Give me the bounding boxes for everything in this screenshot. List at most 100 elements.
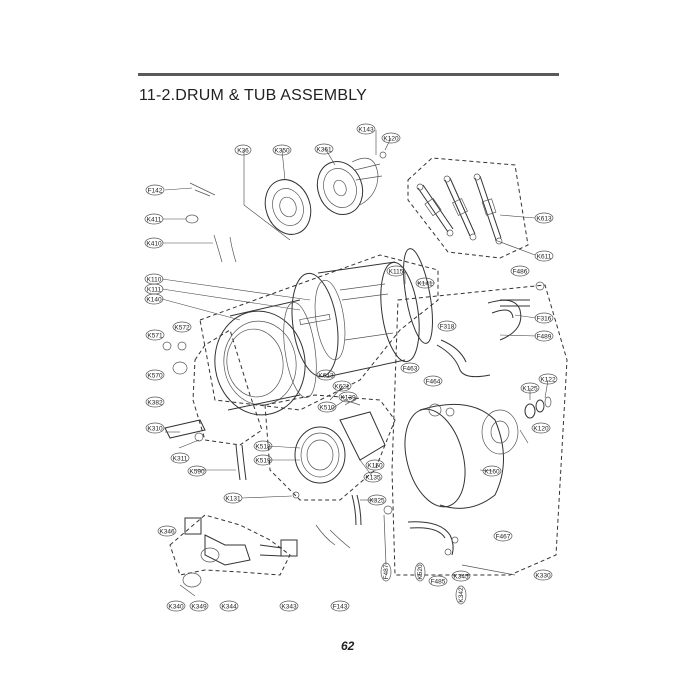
svg-text:K345: K345 [453, 574, 469, 581]
part-label: K143 [356, 123, 376, 135]
svg-text:K510: K510 [319, 405, 335, 412]
drum [291, 261, 420, 378]
section-title: 11-2.DRUM & TUB ASSEMBLY [139, 87, 367, 104]
part-label: K141 [415, 277, 435, 289]
svg-text:F464: F464 [426, 379, 441, 386]
svg-text:K150: K150 [367, 463, 383, 470]
svg-text:K613: K613 [318, 373, 334, 380]
svg-text:F463: F463 [403, 366, 418, 373]
svg-text:K411: K411 [147, 217, 162, 224]
part-label: K519 [253, 454, 273, 466]
svg-text:F142: F142 [148, 188, 163, 195]
part-label: F463 [400, 362, 420, 374]
page-number: 62 [341, 639, 355, 653]
spring-group-outline [407, 157, 529, 259]
part-label: K150 [365, 459, 385, 471]
part-label: F318 [437, 320, 457, 332]
svg-text:F485: F485 [431, 579, 446, 586]
svg-text:K611: K611 [537, 254, 552, 261]
part-label: F485 [428, 575, 448, 587]
svg-text:K346: K346 [159, 529, 175, 536]
part-label: K510 [317, 401, 337, 413]
part-label: K325 [367, 494, 387, 506]
part-label: K340 [166, 600, 186, 612]
bracket-parts [162, 182, 237, 442]
svg-text:F318: F318 [440, 324, 455, 331]
part-label: K349 [189, 600, 209, 612]
svg-text:K361: K361 [316, 147, 332, 154]
svg-text:K325: K325 [369, 498, 385, 505]
part-label: K311 [170, 452, 190, 464]
svg-text:K139: K139 [340, 395, 356, 402]
svg-text:K330: K330 [535, 573, 551, 580]
part-label: K411 [144, 213, 164, 225]
svg-text:F487: F487 [383, 564, 390, 579]
svg-text:K342: K342 [458, 587, 465, 603]
part-label: K140 [144, 293, 164, 305]
part-label: F464 [423, 375, 443, 387]
svg-text:F316: F316 [537, 316, 552, 323]
part-label: F487 [380, 562, 392, 582]
motor-rotor-stator [264, 151, 387, 235]
svg-text:K344: K344 [221, 604, 237, 611]
part-label: K520 [414, 562, 426, 582]
svg-text:K519: K519 [255, 458, 271, 465]
svg-text:K125: K125 [522, 386, 538, 393]
rear-tub [404, 403, 519, 509]
part-label: K111 [144, 283, 164, 295]
header-rule [138, 73, 559, 76]
part-label: F142 [145, 184, 165, 196]
svg-text:K350: K350 [274, 148, 290, 155]
part-label: K122 [538, 373, 558, 385]
heater-hub [294, 399, 386, 484]
part-label: K125 [520, 382, 540, 394]
svg-text:K571: K571 [147, 333, 163, 340]
svg-text:K621: K621 [334, 384, 350, 391]
fasteners [292, 281, 545, 566]
svg-text:K110: K110 [147, 277, 162, 284]
part-label: K120 [381, 132, 401, 144]
part-label: K330 [533, 569, 553, 581]
svg-text:K120: K120 [383, 136, 399, 143]
part-label: K310 [145, 422, 165, 434]
part-label: K613 [534, 212, 554, 224]
svg-text:K310: K310 [147, 426, 163, 433]
svg-text:F467: F467 [496, 534, 511, 541]
part-label: K570 [145, 369, 165, 381]
part-label: K115 [386, 265, 406, 277]
part-label: K120 [531, 422, 551, 434]
rear-group-outline [264, 394, 396, 501]
part-label: K345 [451, 570, 471, 582]
svg-text:K518: K518 [255, 444, 271, 451]
part-label: K350 [272, 144, 292, 156]
part-label: K346 [157, 525, 177, 537]
svg-text:K570: K570 [147, 373, 163, 380]
svg-text:K343: K343 [281, 604, 297, 611]
hoses [235, 299, 530, 576]
svg-text:F486: F486 [513, 269, 528, 276]
svg-text:K122: K122 [540, 377, 556, 384]
part-label: K571 [145, 329, 165, 341]
svg-text:K131: K131 [225, 496, 241, 503]
svg-text:K135: K135 [365, 475, 381, 482]
svg-text:K613: K613 [536, 216, 552, 223]
svg-text:K141: K141 [417, 281, 433, 288]
part-label-set: K143 K120 K36 K350 K361 F142 K411 K410 K… [144, 123, 558, 612]
part-label: F486 [510, 265, 530, 277]
part-label: K139 [338, 391, 358, 403]
svg-text:K340: K340 [168, 604, 184, 611]
part-label: K382 [145, 396, 165, 408]
svg-text:K115: K115 [389, 269, 404, 276]
part-label: K621 [332, 380, 352, 392]
svg-text:K590: K590 [189, 469, 205, 476]
part-label: K613 [316, 369, 336, 381]
part-label: K572 [172, 321, 192, 333]
tub-group-outline [391, 284, 568, 576]
svg-text:K140: K140 [146, 297, 162, 304]
part-label: K131 [223, 492, 243, 504]
tub-gasket [403, 248, 433, 344]
part-label: K410 [144, 237, 164, 249]
svg-text:K120: K120 [533, 426, 549, 433]
